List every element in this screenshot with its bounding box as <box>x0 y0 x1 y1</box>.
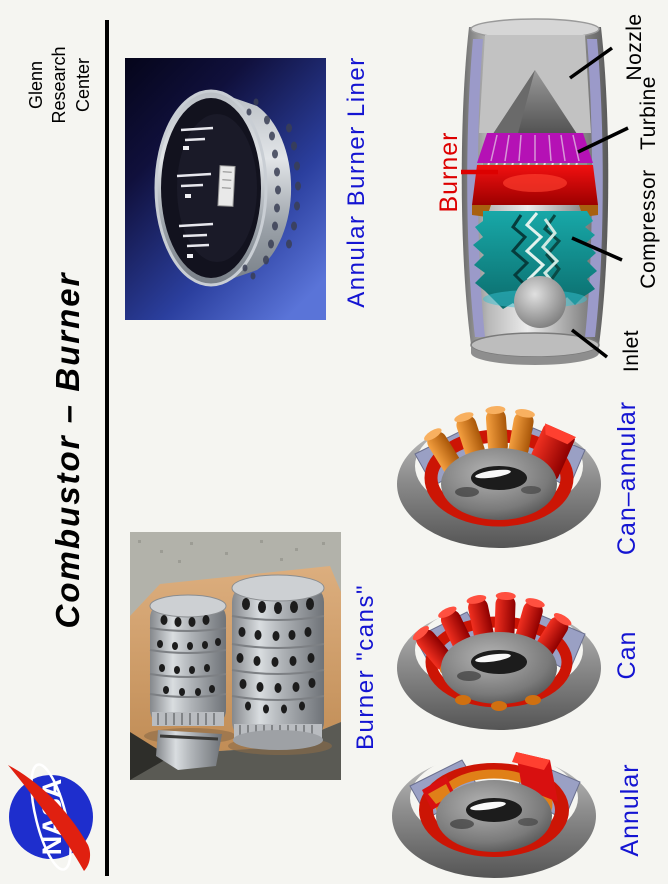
type-caption-annular: Annular <box>615 763 644 857</box>
engine-label-compressor: Compressor <box>637 169 660 289</box>
org-name-block: Glenn Research Center <box>15 5 105 165</box>
engine-label-turbine: Turbine <box>637 76 660 150</box>
combustor-figure-can <box>393 578 611 743</box>
liner-caption: Annular Burner Liner <box>343 56 370 308</box>
combustor-figure-annular <box>388 728 606 884</box>
combustor-figure-can-annular <box>393 392 611 560</box>
liner-photo <box>125 58 326 320</box>
type-caption-can-annular: Can–annular <box>612 400 641 556</box>
org-line-3: Center <box>72 58 93 113</box>
cans-photo <box>130 532 341 780</box>
type-caption-can: Can <box>612 630 641 680</box>
cans-caption: Burner "cans" <box>352 584 379 750</box>
engine-figure <box>455 15 615 375</box>
org-line-2: Research <box>49 46 70 124</box>
page-title: Combustor – Burner <box>49 271 86 629</box>
engine-label-inlet: Inlet <box>620 329 643 373</box>
nasa-logo: NASA <box>4 747 98 879</box>
nasa-meatball-icon: NASA <box>8 763 93 871</box>
org-line-1: Glenn <box>25 60 46 110</box>
engine-label-burner: Burner <box>434 131 463 213</box>
divider-line <box>105 20 109 876</box>
